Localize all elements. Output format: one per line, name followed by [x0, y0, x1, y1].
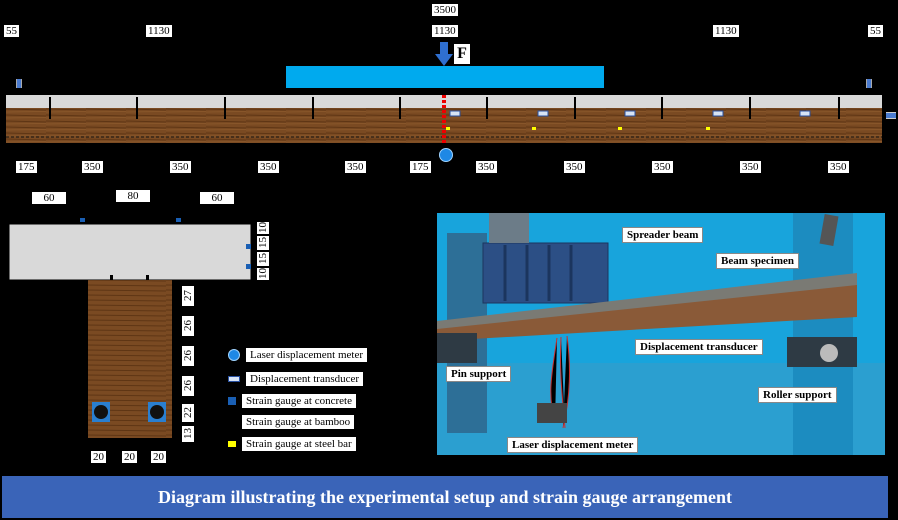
- sec-dim-w4: 22: [182, 404, 194, 422]
- dim-b9: 350: [740, 161, 761, 173]
- legend-bamboo: Strain gauge at bamboo: [228, 415, 355, 429]
- dim-b6: 350: [476, 161, 497, 173]
- dim-b3: 350: [258, 161, 279, 173]
- bamboo-gauge-icon: [228, 418, 236, 426]
- steel-gauge-icon: [228, 441, 236, 447]
- sec-dim-w2: 26: [182, 346, 194, 366]
- sec-dim-top-0: 60: [32, 192, 66, 204]
- load-arrow-icon: [435, 42, 453, 71]
- dim-span-mid: 1130: [432, 25, 458, 37]
- beam-elevation: [6, 95, 882, 143]
- sec-dim-w0: 27: [182, 286, 194, 306]
- dim-left-end: 55: [4, 25, 19, 37]
- sec-dim-r2: 15: [257, 252, 269, 266]
- load-label: F: [454, 44, 470, 64]
- photo-label-roller: Roller support: [758, 387, 837, 403]
- concrete-gauge-icon: [228, 397, 236, 405]
- dim-b1: 350: [82, 161, 103, 173]
- spreader-beam: [286, 66, 604, 88]
- left-transducer-icon: [16, 79, 22, 88]
- sec-dim-r3: 10: [257, 268, 269, 280]
- photo-label-spreader: Spreader beam: [622, 227, 704, 243]
- legend-steel: Strain gauge at steel bar: [228, 437, 356, 451]
- legend-laser: Laser displacement meter: [228, 348, 368, 362]
- sec-dim-top-2: 60: [200, 192, 234, 204]
- sec-dim-r1: 15: [257, 236, 269, 250]
- transducer-icon: [228, 376, 240, 382]
- dim-b0: 175: [16, 161, 37, 173]
- legend-transducer: Displacement transducer: [228, 372, 364, 386]
- end-transducer-icon: [886, 112, 896, 119]
- sec-dim-bot-2: 20: [151, 451, 166, 463]
- sec-dim-w1: 26: [182, 316, 194, 336]
- laser-icon: [439, 148, 453, 162]
- dim-span-right: 1130: [713, 25, 739, 37]
- legend-concrete: Strain gauge at concrete: [228, 394, 356, 408]
- dim-right-end: 55: [868, 25, 883, 37]
- sec-dim-w3: 26: [182, 376, 194, 396]
- figure-caption: Diagram illustrating the experimental se…: [2, 476, 888, 518]
- setup-photo: [437, 213, 885, 455]
- sec-dim-top-1: 80: [116, 190, 150, 202]
- legend-steel-text: Strain gauge at steel bar: [242, 437, 356, 451]
- photo-label-transducer: Displacement transducer: [635, 339, 763, 355]
- photo-label-laser: Laser displacement meter: [507, 437, 639, 453]
- sec-dim-bot-1: 20: [122, 451, 137, 463]
- dim-b4: 350: [345, 161, 366, 173]
- legend-bamboo-text: Strain gauge at bamboo: [242, 415, 355, 429]
- sec-dim-bot-0: 20: [91, 451, 106, 463]
- legend-transducer-text: Displacement transducer: [246, 372, 364, 386]
- dim-b10: 350: [828, 161, 849, 173]
- sec-dim-r0: 10: [257, 222, 269, 234]
- dim-b2: 350: [170, 161, 191, 173]
- photo-label-pin: Pin support: [446, 366, 512, 382]
- dim-b7: 350: [564, 161, 585, 173]
- laser-icon: [228, 349, 240, 361]
- dim-span-left: 1130: [146, 25, 172, 37]
- dim-total: 3500: [432, 4, 458, 16]
- legend-concrete-text: Strain gauge at concrete: [242, 394, 356, 408]
- photo-label-beam: Beam specimen: [716, 253, 800, 269]
- section-drawing: [6, 218, 256, 440]
- dim-b5: 175: [410, 161, 431, 173]
- legend-laser-text: Laser displacement meter: [246, 348, 368, 362]
- dim-b8: 350: [652, 161, 673, 173]
- sec-dim-w5: 13: [182, 426, 194, 442]
- right-transducer-icon: [866, 79, 872, 88]
